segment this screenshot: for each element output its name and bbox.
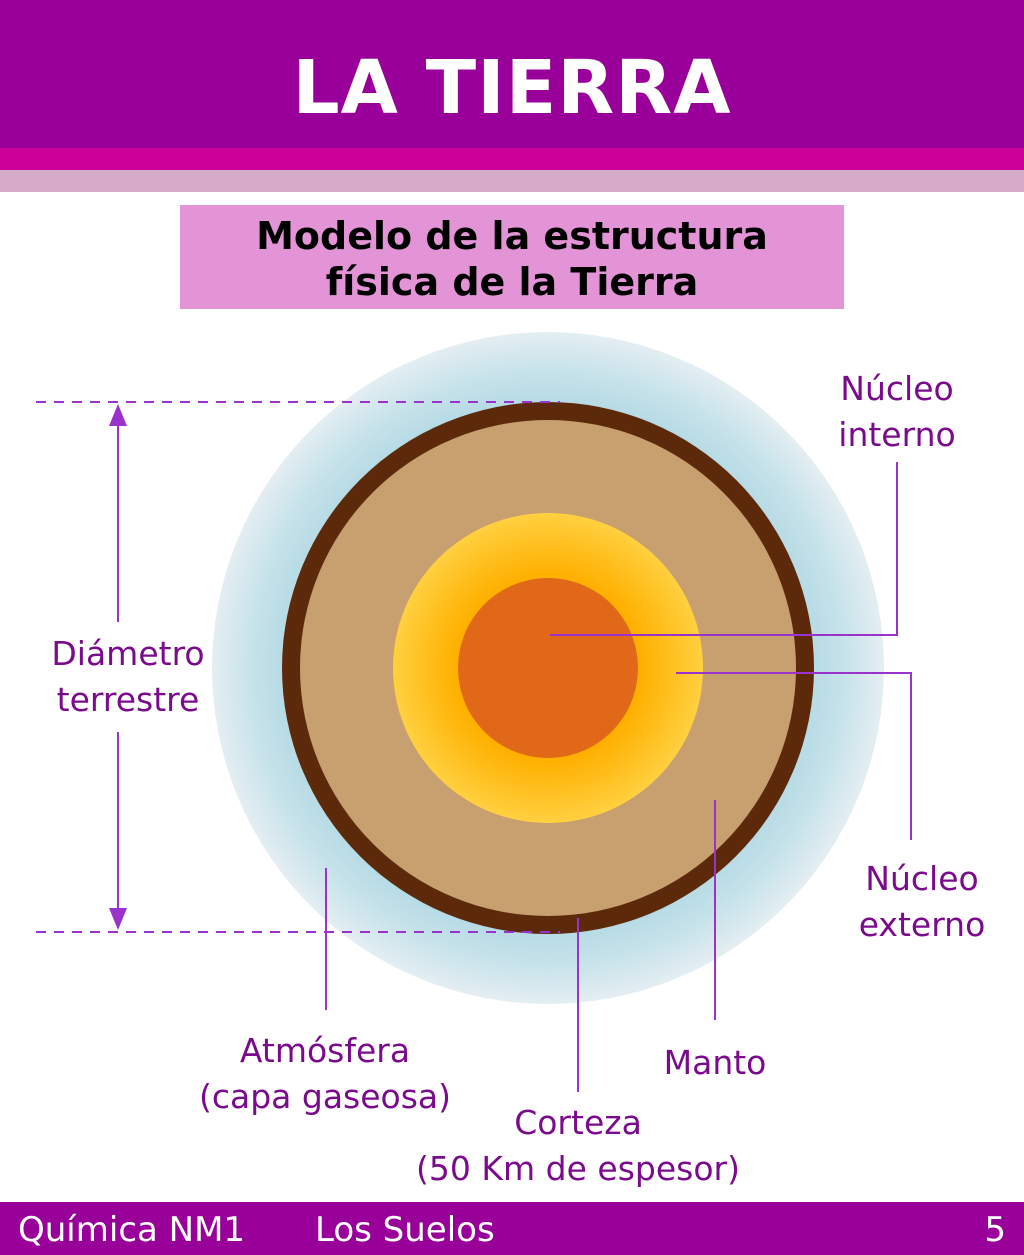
footer-page-number: 5 bbox=[984, 1210, 1006, 1250]
subtitle: Modelo de la estructura física de la Tie… bbox=[256, 214, 768, 304]
label-diametro-terrestre: Diámetro terrestre bbox=[51, 634, 205, 719]
footer-bar: Química NM1 Los Suelos 5 bbox=[0, 1202, 1024, 1255]
label-atmosfera: Atmósfera (capa gaseosa) bbox=[198, 1031, 452, 1116]
label-corteza: Corteza (50 Km de espesor) bbox=[416, 1103, 740, 1188]
label-nucleo-interno: Núcleo interno bbox=[838, 369, 956, 454]
footer-topic: Los Suelos bbox=[315, 1210, 495, 1250]
header-band bbox=[0, 170, 1024, 192]
subtitle-box: Modelo de la estructura física de la Tie… bbox=[180, 205, 844, 309]
inner-core-leader bbox=[550, 462, 898, 636]
inner-core-layer bbox=[458, 578, 638, 758]
diameter-arrowhead-up bbox=[109, 404, 127, 426]
diameter-arrowhead-down bbox=[109, 908, 127, 930]
header-bar bbox=[0, 0, 1024, 148]
label-manto: Manto bbox=[663, 1043, 767, 1082]
outer-core-leader bbox=[676, 672, 912, 840]
page-title: LA TIERRA bbox=[292, 45, 732, 131]
footer-course: Química NM1 bbox=[18, 1210, 246, 1250]
label-nucleo-externo: Núcleo externo bbox=[858, 859, 986, 944]
header-stripe bbox=[0, 148, 1024, 170]
